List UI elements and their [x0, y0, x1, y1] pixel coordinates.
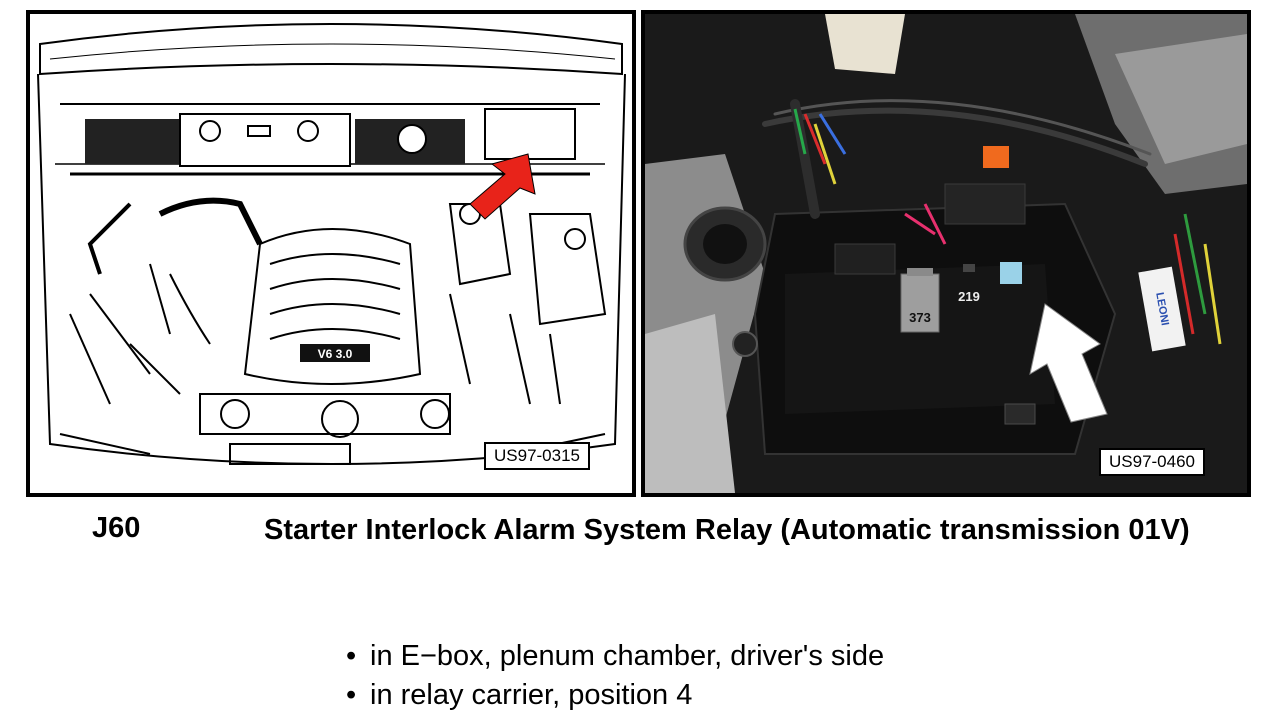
- figure-code-right: US97-0460: [1099, 448, 1206, 476]
- location-item: • in relay carrier, position 4: [346, 678, 692, 712]
- harness-tag: LEONI: [1138, 266, 1186, 352]
- engine-badge: V6 3.0: [318, 347, 353, 361]
- red-arrow-icon: [469, 153, 536, 220]
- relay-373-label: 373: [909, 310, 931, 325]
- engine-bay-drawing: V6 3.0: [37, 23, 626, 465]
- location-item: • in E−box, plenum chamber, driver's side: [346, 639, 884, 673]
- location-text: in relay carrier, position 4: [370, 679, 693, 711]
- relay-219-label: 219: [958, 289, 980, 304]
- component-description: Starter Interlock Alarm System Relay (Au…: [264, 514, 1190, 546]
- svg-text:LEONI: LEONI: [1153, 291, 1171, 326]
- bullet-icon: •: [346, 640, 357, 672]
- e-box-photo: LEONI 373 219 US97-0460: [641, 10, 1251, 497]
- white-arrow-icon: [1029, 303, 1108, 423]
- e-box-photo-drawing: LEONI 373 219: [645, 14, 1247, 493]
- engine-bay-illustration: V6 3.0 US97-0315: [26, 10, 636, 497]
- figure-code-left: US97-0315: [484, 442, 591, 470]
- location-text: in E−box, plenum chamber, driver's side: [370, 640, 885, 672]
- bullet-icon: •: [346, 679, 357, 711]
- component-code: J60: [92, 512, 141, 544]
